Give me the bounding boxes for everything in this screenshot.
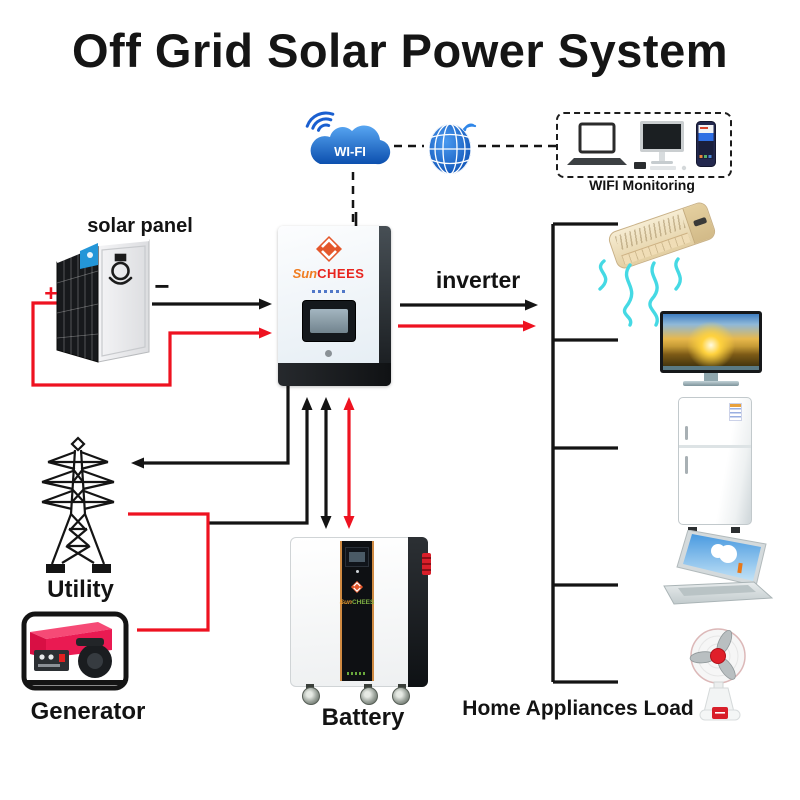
table-fan-icon xyxy=(689,628,746,721)
battery-fineprint xyxy=(347,672,367,675)
caster-wheel xyxy=(302,687,320,705)
wifi-monitoring-box xyxy=(556,112,732,178)
caster-wheel xyxy=(392,687,410,705)
home-appliances-load-label: Home Appliances Load xyxy=(462,697,694,720)
sunchees-logo-icon xyxy=(350,580,364,594)
battery-center-stripe: SunCHEES xyxy=(340,541,374,681)
globe-grid xyxy=(429,124,471,174)
smartphone-icon xyxy=(696,121,716,167)
desktop-computer-icon xyxy=(634,121,687,171)
wifi-label: WI-FI xyxy=(334,144,366,159)
page-title: Off Grid Solar Power System xyxy=(71,24,728,77)
laptop-icon xyxy=(663,530,774,605)
wifi-cloud-icon: WI-FI xyxy=(305,111,391,165)
generator-label: Generator xyxy=(30,698,146,725)
wire-inverter-to-utility xyxy=(143,385,290,465)
inverter-side-panel xyxy=(379,226,391,386)
panel-cell-grid xyxy=(57,245,98,362)
wifi-monitoring-label: WIFI Monitoring xyxy=(589,177,695,193)
ac-airflow-icon xyxy=(598,257,682,327)
utility-tower-icon xyxy=(41,436,115,573)
utility-label: Utility xyxy=(47,576,114,603)
solar-panel-label: solar panel xyxy=(87,215,193,237)
refrigerator-icon xyxy=(678,397,752,533)
battery-unit: SunCHEES xyxy=(290,537,431,705)
red-arrowheads xyxy=(259,320,536,529)
tv-icon xyxy=(660,311,762,391)
pv-positive-sign: + xyxy=(44,280,58,306)
battery-connector xyxy=(422,553,431,575)
inverter-bottom-band xyxy=(278,363,391,386)
inverter-label: inverter xyxy=(435,267,521,293)
wire-generator-to-inverter xyxy=(208,409,309,525)
caster-wheel xyxy=(360,687,378,705)
load-branch-lines xyxy=(553,222,618,684)
generator-icon xyxy=(21,611,129,691)
red-wires xyxy=(31,301,523,632)
battery-display xyxy=(345,547,369,567)
wire-generator-utility-red xyxy=(128,512,210,632)
laptop-icon xyxy=(567,122,627,165)
inverter-unit: SunCHEES xyxy=(278,226,391,386)
battery-brand-text: SunCHEES xyxy=(339,599,375,606)
pv-negative-sign: − xyxy=(154,271,170,301)
wire-pv-positive xyxy=(31,301,260,387)
panel-connector-icon xyxy=(108,253,133,285)
inverter-fineprint xyxy=(311,290,346,293)
solar-panel-icon xyxy=(56,238,150,363)
inverter-button xyxy=(325,350,332,357)
inverter-display xyxy=(301,300,356,342)
black-wires xyxy=(143,212,618,684)
battery-label: Battery xyxy=(321,704,405,731)
internet-globe-icon xyxy=(429,123,477,174)
wifi-signal-arcs xyxy=(305,111,335,132)
sunchees-logo-icon xyxy=(315,236,342,262)
black-arrowheads xyxy=(131,298,538,529)
cloud-shape xyxy=(310,125,391,165)
inverter-brand-text: SunCHEES xyxy=(292,266,365,281)
